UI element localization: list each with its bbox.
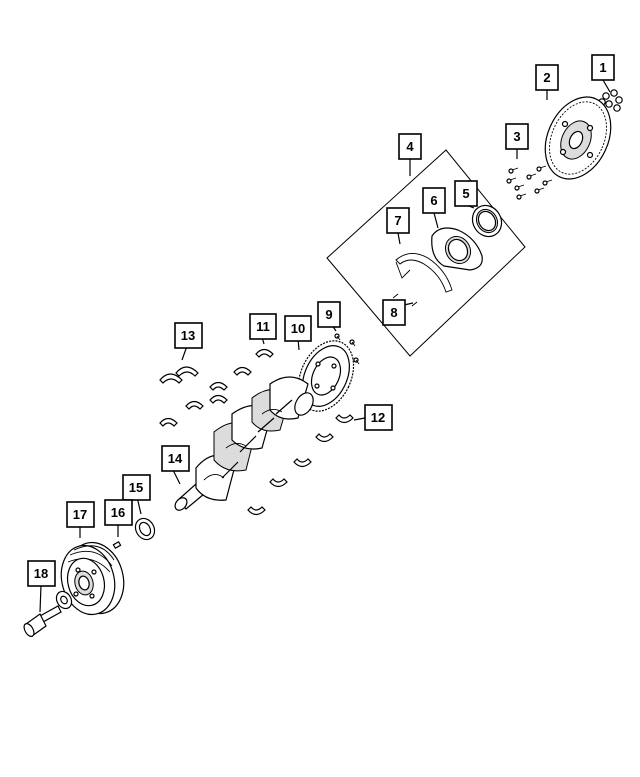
part-5-rear-seal — [471, 204, 503, 238]
callout-9: 9 — [317, 301, 341, 328]
callout-8-label: 8 — [390, 305, 397, 320]
callout-16: 16 — [104, 499, 133, 526]
callout-17: 17 — [66, 501, 95, 528]
callout-2-label: 2 — [543, 70, 550, 85]
part-2-flexplate — [544, 96, 612, 180]
callout-11: 11 — [249, 313, 277, 340]
part-1-nuts — [598, 89, 623, 112]
callout-3: 3 — [505, 123, 529, 150]
callout-7: 7 — [386, 207, 410, 234]
callout-2: 2 — [535, 64, 559, 91]
callout-8: 8 — [382, 299, 406, 326]
callout-15: 15 — [122, 474, 151, 501]
callout-14-label: 14 — [168, 451, 183, 466]
part-17-damper — [60, 541, 125, 616]
part-14-crankshaft — [174, 376, 314, 511]
part-15-front-seal — [134, 517, 156, 541]
part-7-gasket — [395, 253, 453, 293]
callout-12: 12 — [364, 404, 393, 431]
part-12-lower-bearings — [247, 414, 354, 516]
callout-13: 13 — [174, 322, 203, 349]
callout-9-label: 9 — [325, 307, 332, 322]
part-3-bolts — [506, 165, 553, 200]
part-6-seal-retainer — [431, 227, 483, 271]
part-4-group-outline — [326, 149, 526, 357]
callout-15-label: 15 — [129, 480, 143, 495]
callout-11-label: 11 — [256, 319, 270, 334]
part-8-dowels — [392, 293, 418, 307]
callout-3-label: 3 — [513, 129, 520, 144]
callout-5: 5 — [454, 180, 478, 207]
callout-16-label: 16 — [111, 505, 125, 520]
callout-1-label: 1 — [599, 60, 606, 75]
callout-18-label: 18 — [34, 566, 48, 581]
callout-4-label: 4 — [406, 139, 414, 154]
callout-18: 18 — [27, 560, 56, 587]
part-18-bolt-washer — [23, 590, 73, 637]
part-9-bolts — [334, 333, 360, 365]
callout-10: 10 — [284, 315, 312, 342]
callout-10-label: 10 — [291, 321, 305, 336]
callout-4: 4 — [398, 133, 422, 160]
callout-6-label: 6 — [430, 193, 437, 208]
callout-12-label: 12 — [371, 410, 385, 425]
part-11-13-upper-bearings — [159, 348, 274, 427]
callout-6: 6 — [422, 187, 446, 214]
callout-7-label: 7 — [394, 213, 401, 228]
callout-17-label: 17 — [73, 507, 87, 522]
callout-14: 14 — [161, 445, 190, 472]
callout-1: 1 — [591, 54, 615, 81]
part-16-key — [112, 540, 122, 550]
callout-5-label: 5 — [462, 186, 469, 201]
part-10-reluctor-ring — [297, 340, 355, 412]
callout-13-label: 13 — [181, 328, 195, 343]
